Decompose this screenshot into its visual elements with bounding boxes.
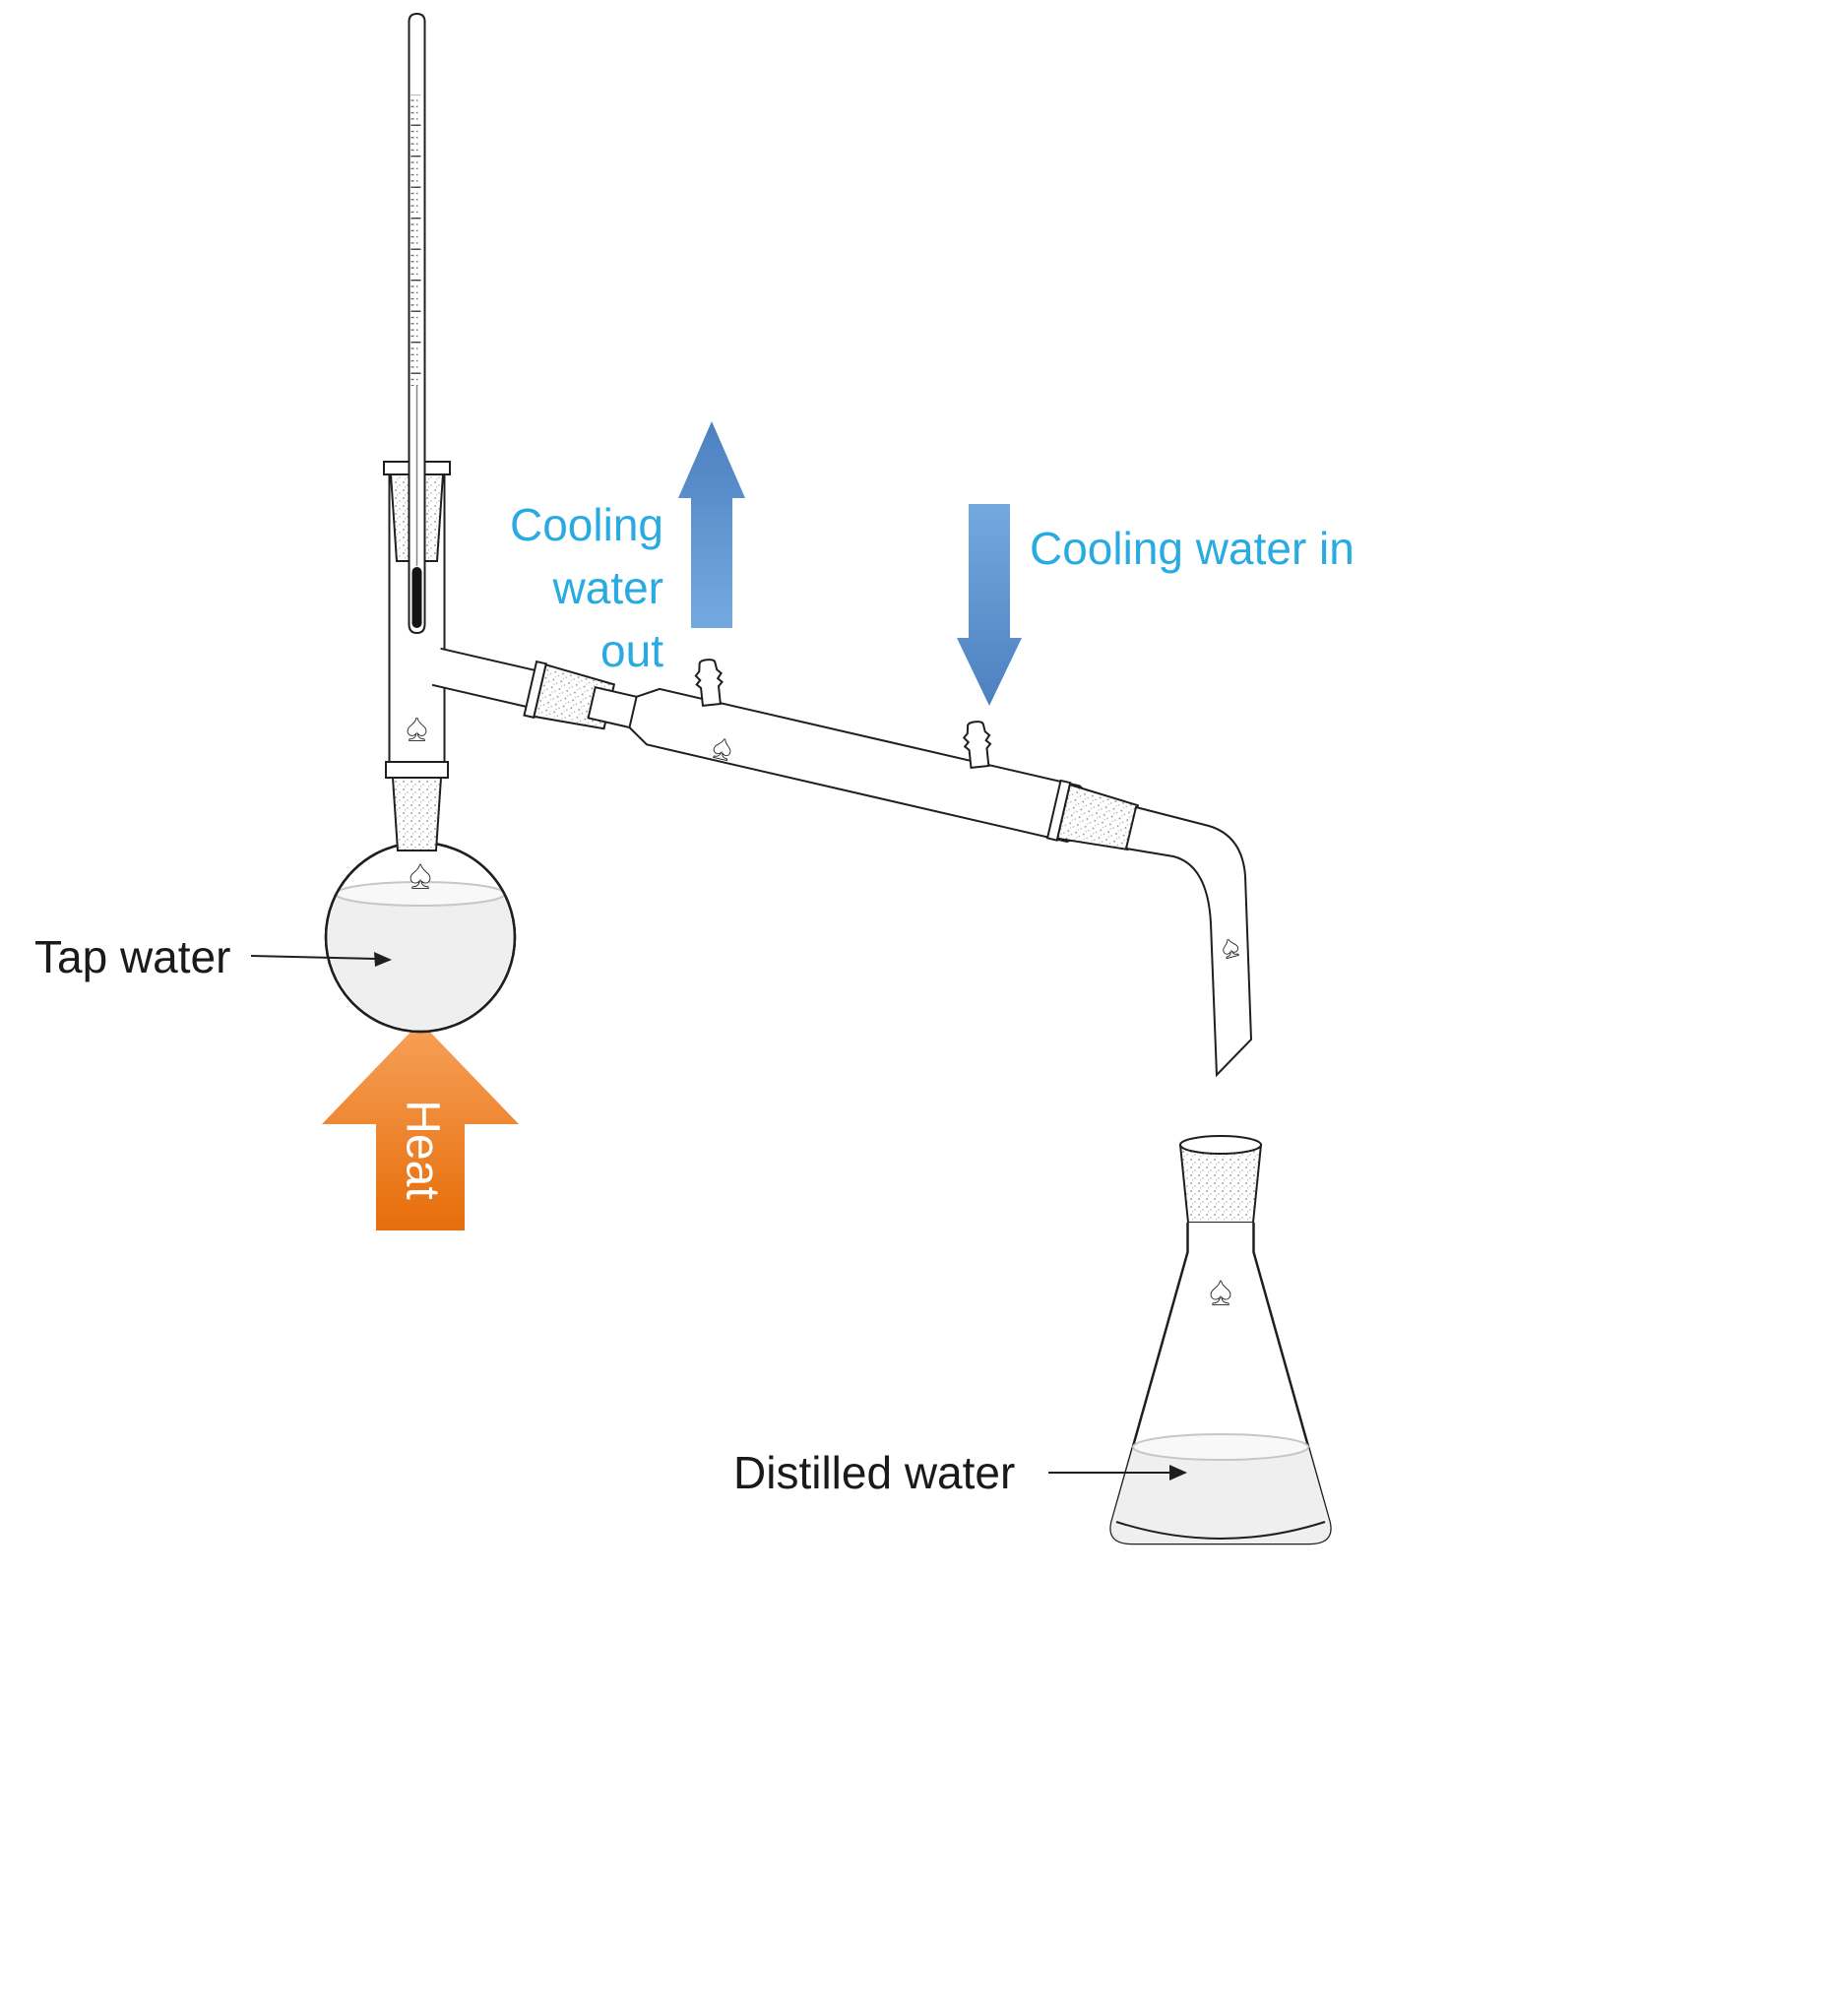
tap-water-label: Tap water <box>34 931 230 982</box>
hose-barb-inlet <box>962 721 992 770</box>
cooling-out-line3: out <box>600 625 663 676</box>
condenser-jacket <box>628 687 1099 843</box>
heat-label: Heat <box>397 1100 449 1199</box>
distilled-water-surface <box>1132 1433 1309 1461</box>
condenser-assembly: ♠ <box>431 647 1196 858</box>
delivery-tube <box>1124 805 1253 1078</box>
tap-water-pointer <box>250 955 377 960</box>
distilled-water-pointer-arrowhead-icon <box>1169 1465 1187 1480</box>
still-head-arm <box>432 648 546 710</box>
arm-top-edge <box>440 647 545 674</box>
boiling-flask: ♠ <box>324 761 517 1034</box>
receiving-flask-joint <box>1178 1144 1263 1224</box>
heat-arrow-shape <box>322 1022 519 1230</box>
receiving-flask: ♠ <box>1109 1135 1332 1545</box>
thermometer <box>408 12 426 635</box>
tap-water-liquid <box>328 894 513 1030</box>
cooling-out-line1: Cooling <box>510 499 663 550</box>
receiving-flask-mouth <box>1179 1135 1262 1155</box>
distilled-water-label: Distilled water <box>733 1447 1015 1498</box>
glass-mark-still-head-icon: ♠ <box>407 708 426 749</box>
glass-mark-receiving-flask-icon: ♠ <box>1210 1270 1230 1313</box>
flask-neck-flange <box>385 761 449 779</box>
heat-arrow: Heat <box>322 1022 519 1230</box>
tap-water-pointer-arrowhead-icon <box>374 952 392 967</box>
cooling-water-out-label: Cooling water out <box>510 499 663 676</box>
cooling-water-in-label: Cooling water in <box>1030 523 1355 574</box>
hose-barb-outlet <box>694 659 724 708</box>
thermometer-bulb <box>411 567 422 628</box>
thermometer-scale-major <box>410 94 421 386</box>
glass-mark-flask-icon: ♠ <box>410 853 430 897</box>
distilled-water-liquid <box>1110 1447 1331 1544</box>
receiving-flask-base-edge <box>1115 1521 1326 1540</box>
arm-bottom-edge <box>431 683 536 711</box>
cooling-water-in-arrow <box>957 504 1022 706</box>
flask-neck-joint <box>391 777 443 851</box>
cooling-water-out-arrow <box>678 421 745 628</box>
cooling-out-line2: water <box>552 562 663 613</box>
